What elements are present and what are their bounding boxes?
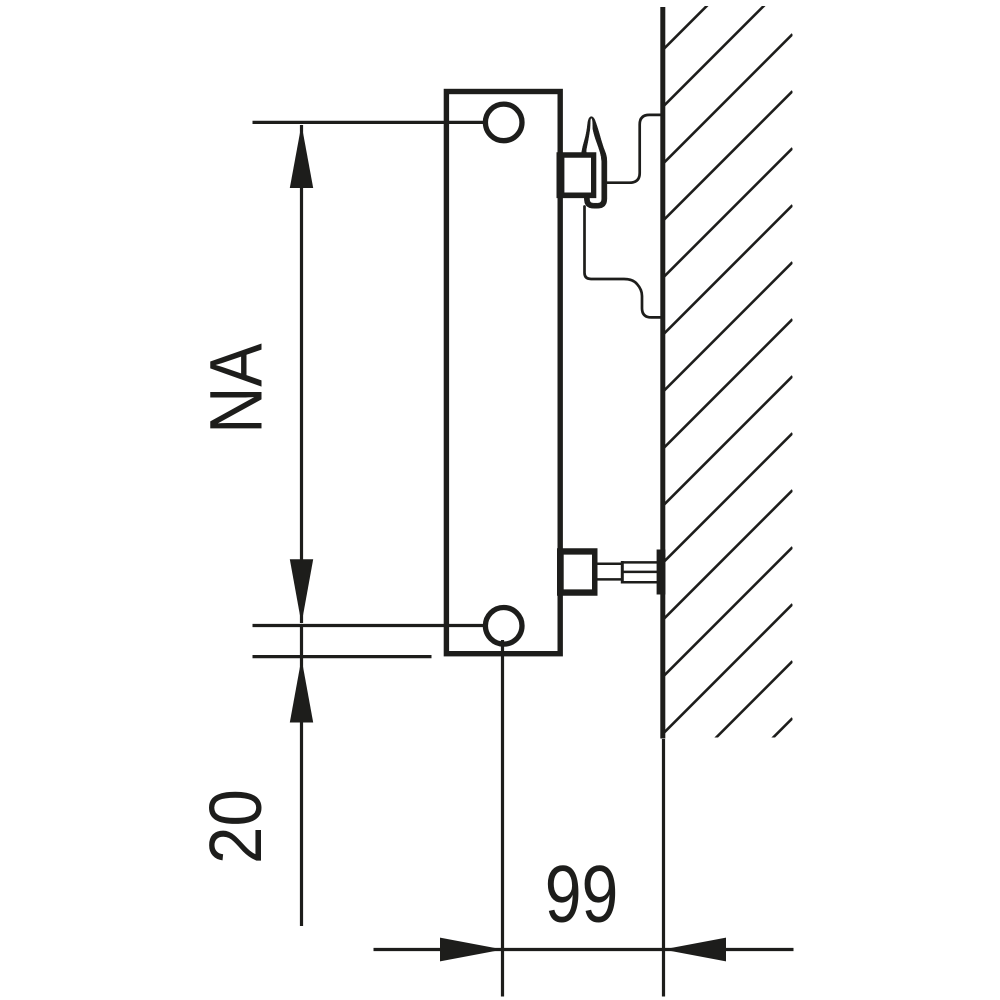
svg-text:99: 99 [545,848,619,939]
svg-text:NA: NA [195,343,278,434]
svg-text:20: 20 [194,789,277,864]
